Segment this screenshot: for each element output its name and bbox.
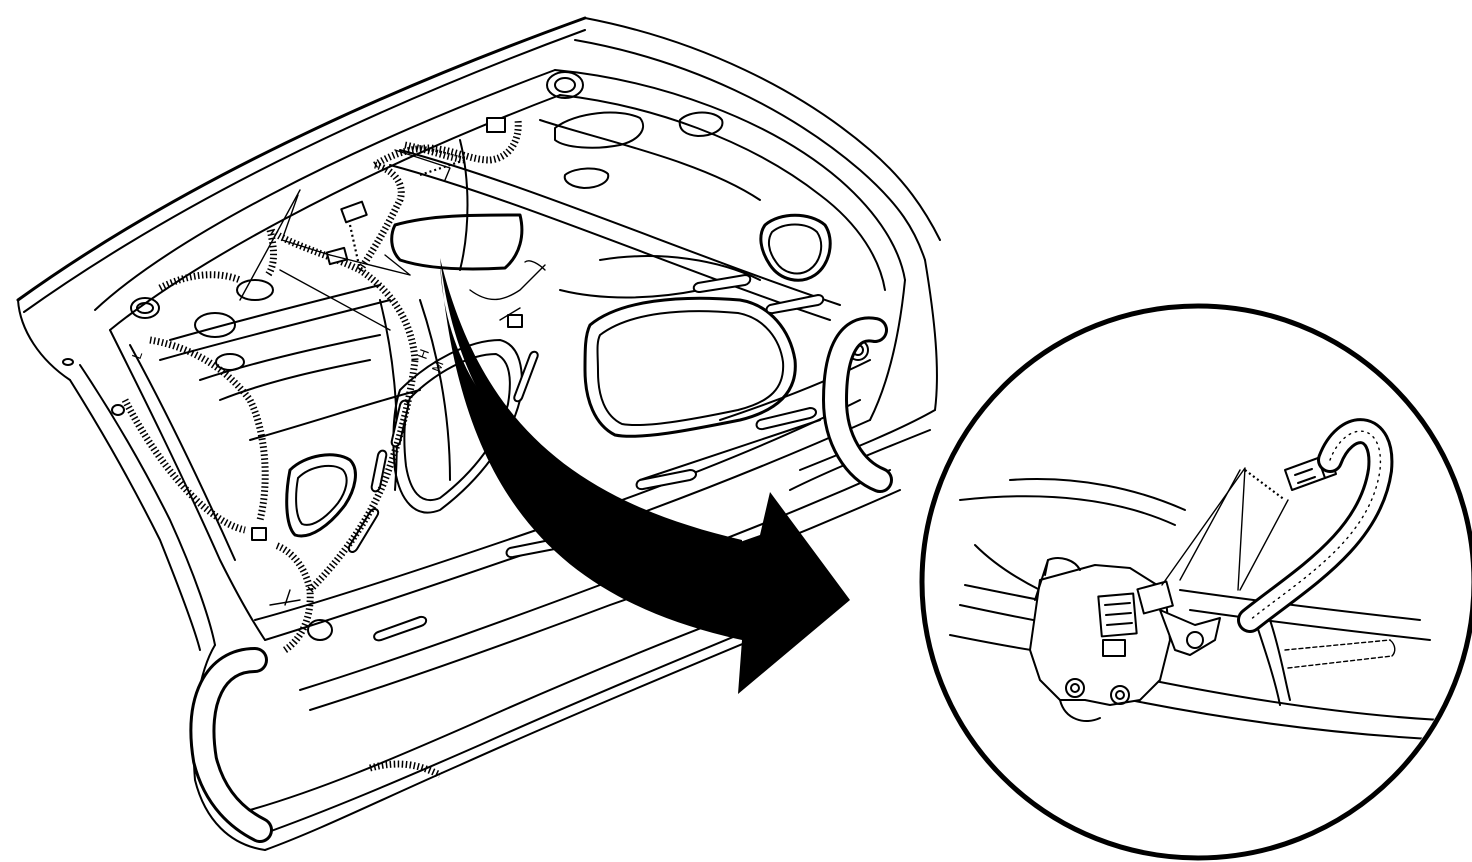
callout-letter-l: L <box>129 349 146 361</box>
callout-letters: L H M <box>129 347 447 374</box>
leader-lines <box>239 149 521 606</box>
callout-letter-m: M <box>429 359 447 374</box>
hinge-tubes <box>189 316 893 843</box>
detail-circle <box>919 303 1472 861</box>
pointer-arrow <box>440 258 850 694</box>
cross-braces <box>159 119 871 491</box>
panel-holes <box>62 71 869 641</box>
detail-inset <box>919 303 1472 861</box>
wiring-harness <box>121 117 546 779</box>
latch-body <box>1029 564 1171 706</box>
